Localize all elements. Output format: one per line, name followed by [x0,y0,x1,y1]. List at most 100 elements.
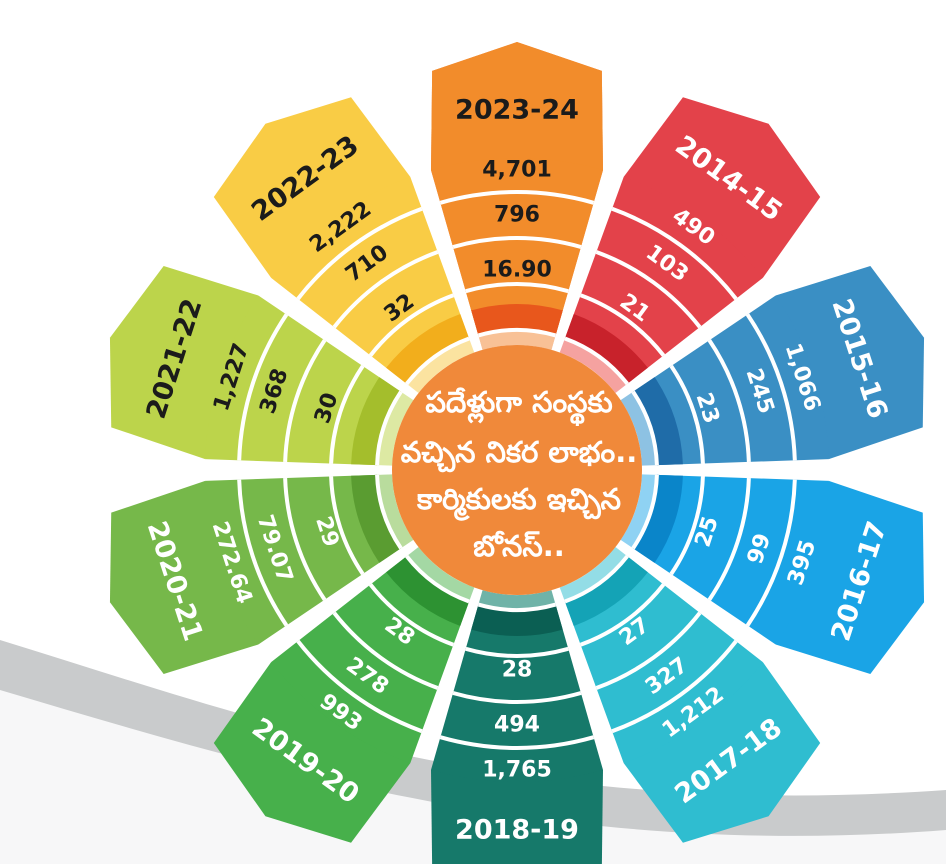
row-separator [329,476,365,576]
row-separator [564,336,629,386]
segment-dark-band [471,604,563,637]
segment-dark-band [351,474,401,563]
row-separator [296,639,423,734]
row-separator [368,293,455,357]
profit-value: 4,701 [482,158,552,183]
center-layer: పదేళ్లుగా సంస్థకు వచ్చిన నికర లాభం.. కార… [392,345,642,595]
row-separator [611,639,738,734]
row-separator [745,313,797,461]
row-separator [368,583,455,647]
row-separator [579,583,666,647]
row-separator [465,282,569,294]
row-separator [669,476,705,576]
segment-tip [431,42,603,171]
row-separator [631,390,659,466]
year-label: 2018-19 [455,815,579,846]
segment-dark-band [564,314,648,384]
row-separator [579,293,666,357]
row-separator [595,250,702,329]
row-separator [237,479,289,627]
row-separator [564,554,629,604]
segment-tip [775,480,925,674]
bonus-value: 494 [494,713,540,738]
segment-tip [109,266,259,460]
percent-value: 16.90 [482,258,552,283]
row-separator [439,190,595,205]
segment-dark-band [564,556,648,626]
row-separator [452,691,582,704]
row-separator [405,554,470,604]
center-line-3: కార్మికులకు ఇచ్చిన [416,482,621,521]
segment-inner-strip [406,546,475,602]
row-separator [283,478,327,601]
row-separator [707,339,751,462]
segment-2023-24: 2023-24 4,701 796 16.90 [431,42,603,350]
row-separator [477,328,557,338]
segment-dark-band [633,377,683,466]
segment-body [564,556,763,764]
row-separator [595,611,702,690]
profit-value: 1,765 [482,758,552,783]
segment-2018-19: 2018-19 1,765 494 28 [431,590,603,868]
row-separator [296,206,423,301]
percent-value: 28 [502,658,533,683]
row-separator [611,206,738,301]
center-circle [392,345,642,595]
segment-inner-strip [559,338,628,394]
row-separator [669,364,705,464]
year-label: 2023-24 [455,95,579,126]
segment-body [271,176,470,384]
segment-dark-band [351,377,401,466]
segment-dark-band [471,304,563,336]
segment-inner-strip [620,391,657,466]
segment-tip [109,480,259,674]
segments-layer: సంవత్సరంలాభాలు(రూ.కోట్లలో)ఇచ్చిన బోనస్(ర… [109,42,925,868]
segment-inner-strip [377,474,414,549]
row-separator [332,611,439,690]
row-separator [707,478,751,601]
segment-body [271,556,470,764]
segment-inner-strip [478,330,556,350]
segment-tip [431,769,603,868]
row-separator [745,479,797,627]
row-separator [465,646,569,658]
segment-dark-band [633,474,683,563]
segment-tip [623,97,821,278]
segment-tip [213,662,411,843]
segment-inner-strip [478,590,556,610]
segment-inner-strip [406,338,475,394]
row-separator [332,250,439,329]
row-separator [283,339,327,462]
center-line-4: బోనస్.. [473,529,565,563]
background-swoosh-highlight [0,690,946,864]
row-separator [375,474,403,550]
segment-inner-strip [377,391,414,466]
segment-tip [775,266,925,460]
segment-tip [623,662,821,843]
segment-inner-strip [620,474,657,549]
row-separator [477,602,557,612]
row-separator [405,336,470,386]
segment-dark-band [386,314,470,384]
row-separator [439,735,595,750]
segment-tip [213,97,411,278]
row-separator [329,364,365,464]
row-separator [375,390,403,466]
bonus-value: 796 [494,203,540,228]
row-separator [237,313,289,461]
segment-dark-band [386,556,470,626]
segment-inner-strip [559,546,628,602]
row-separator [452,236,582,249]
center-line-2: వచ్చిన నికర లాభం.. [401,435,638,473]
segment-body [564,176,763,384]
